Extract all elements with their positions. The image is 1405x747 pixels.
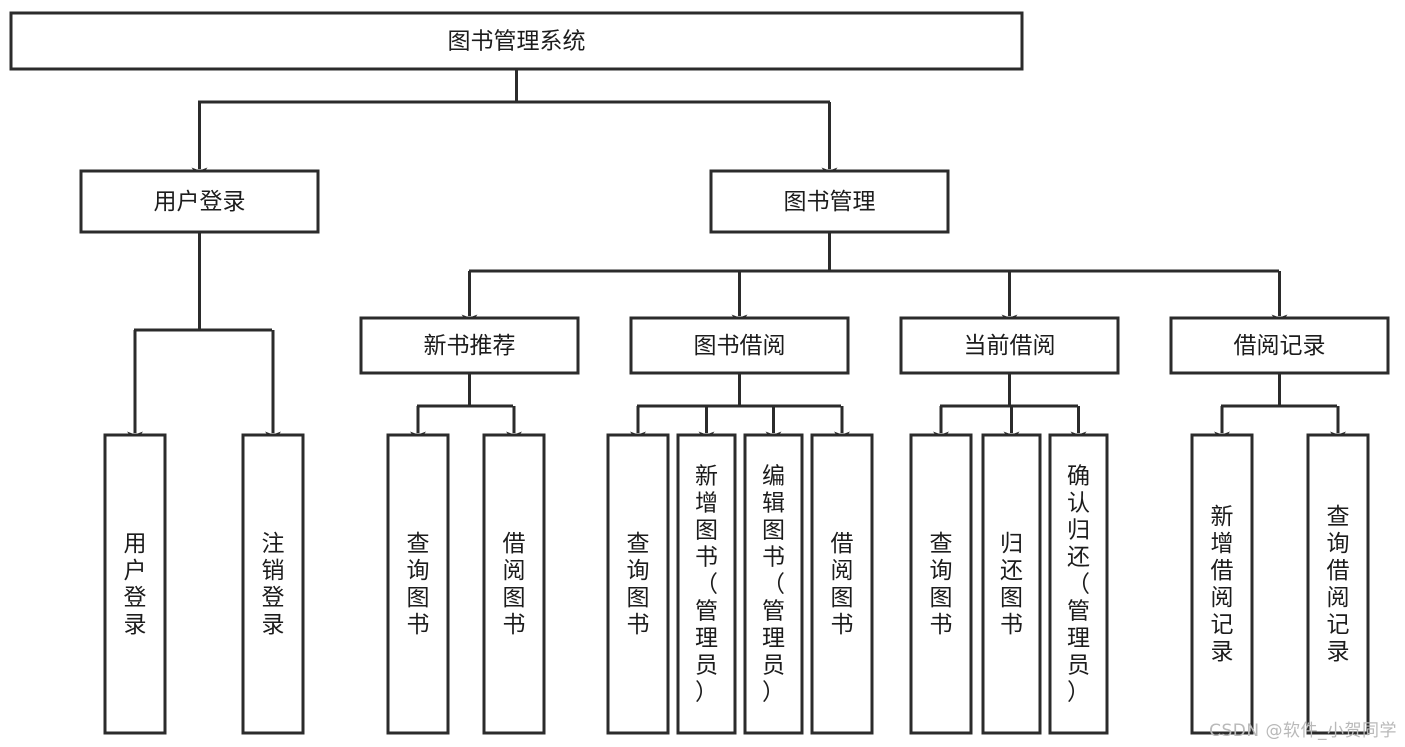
node-user-login[interactable]: 用户登录 [79, 169, 320, 234]
node-box-leaf-query-record[interactable] [1306, 433, 1370, 735]
node-label-leaf-add-record: 新增借阅记录 [1211, 504, 1234, 665]
node-leaf-borrow-book-1[interactable]: 借阅图书 [482, 433, 546, 735]
node-label-leaf-query-book-2: 查询图书 [627, 531, 650, 638]
node-leaf-return-book[interactable]: 归还图书 [981, 433, 1042, 735]
connector-group-current-borrow [940, 373, 1078, 408]
node-box-borrow-record[interactable] [1169, 316, 1390, 375]
node-leaf-user-login[interactable]: 用户登录 [103, 433, 167, 735]
node-label-leaf-user-login: 用户登录 [124, 531, 147, 638]
node-box-leaf-logout[interactable] [241, 433, 305, 735]
node-current-borrow[interactable]: 当前借阅 [899, 316, 1120, 375]
node-label-leaf-confirm-return: 确认归还（管理员） [1067, 464, 1090, 706]
node-label-leaf-borrow-book-2: 借阅图书 [831, 531, 854, 638]
node-box-current-borrow[interactable] [899, 316, 1120, 375]
node-label-new-book-rec: 新书推荐 [424, 333, 516, 359]
node-box-leaf-query-book-2[interactable] [606, 433, 670, 735]
node-label-leaf-query-book-1: 查询图书 [407, 531, 430, 638]
node-box-leaf-query-book-3[interactable] [909, 433, 973, 735]
connector-group-new-book-rec [417, 373, 513, 408]
node-label-leaf-logout: 注销登录 [262, 531, 285, 638]
node-leaf-add-book[interactable]: 新增图书（管理员） [676, 433, 737, 735]
node-layer: 图书管理系统用户登录图书管理新书推荐图书借阅当前借阅借阅记录用户登录注销登录查询… [9, 11, 1390, 735]
connector-group-book-manage [469, 232, 1279, 273]
node-label-book-manage: 图书管理 [784, 189, 876, 215]
node-leaf-logout[interactable]: 注销登录 [241, 433, 305, 735]
node-leaf-confirm-return[interactable]: 确认归还（管理员） [1048, 433, 1109, 735]
node-label-leaf-borrow-book-1: 借阅图书 [503, 531, 526, 638]
node-leaf-borrow-book-2[interactable]: 借阅图书 [810, 433, 874, 735]
node-box-leaf-confirm-return[interactable] [1048, 433, 1109, 735]
node-leaf-edit-book[interactable]: 编辑图书（管理员） [743, 433, 804, 735]
node-book-borrow[interactable]: 图书借阅 [629, 316, 850, 375]
node-label-borrow-record: 借阅记录 [1234, 333, 1326, 359]
node-box-leaf-query-book-1[interactable] [386, 433, 450, 735]
connector-group-root [198, 69, 830, 104]
node-new-book-rec[interactable]: 新书推荐 [359, 316, 580, 375]
node-box-leaf-edit-book[interactable] [743, 433, 804, 735]
node-box-user-login[interactable] [79, 169, 320, 234]
node-label-leaf-add-book: 新增图书（管理员） [695, 464, 718, 706]
node-box-leaf-add-book[interactable] [676, 433, 737, 735]
node-label-leaf-query-record: 查询借阅记录 [1327, 504, 1350, 665]
node-borrow-record[interactable]: 借阅记录 [1169, 316, 1390, 375]
node-book-manage[interactable]: 图书管理 [709, 169, 950, 234]
node-label-leaf-return-book: 归还图书 [1000, 531, 1023, 638]
node-leaf-query-record[interactable]: 查询借阅记录 [1306, 433, 1370, 735]
node-box-leaf-return-book[interactable] [981, 433, 1042, 735]
node-box-book-borrow[interactable] [629, 316, 850, 375]
node-label-leaf-query-book-3: 查询图书 [930, 531, 953, 638]
node-leaf-add-record[interactable]: 新增借阅记录 [1190, 433, 1254, 735]
node-root[interactable]: 图书管理系统 [9, 11, 1024, 71]
connector-layer [127, 69, 1346, 443]
node-box-new-book-rec[interactable] [359, 316, 580, 375]
node-leaf-query-book-1[interactable]: 查询图书 [386, 433, 450, 735]
node-box-leaf-borrow-book-1[interactable] [482, 433, 546, 735]
connector-group-user-login [134, 232, 272, 332]
node-box-leaf-borrow-book-2[interactable] [810, 433, 874, 735]
node-label-leaf-edit-book: 编辑图书（管理员） [762, 464, 785, 706]
node-box-book-manage[interactable] [709, 169, 950, 234]
node-leaf-query-book-2[interactable]: 查询图书 [606, 433, 670, 735]
node-box-leaf-add-record[interactable] [1190, 433, 1254, 735]
node-leaf-query-book-3[interactable]: 查询图书 [909, 433, 973, 735]
node-box-leaf-user-login[interactable] [103, 433, 167, 735]
node-label-user-login: 用户登录 [154, 189, 246, 215]
connector-group-borrow-record [1221, 373, 1337, 408]
node-label-root: 图书管理系统 [448, 29, 586, 55]
node-label-current-borrow: 当前借阅 [964, 333, 1056, 359]
connector-group-book-borrow [637, 373, 841, 408]
node-label-book-borrow: 图书借阅 [694, 333, 786, 359]
node-box-root[interactable] [9, 11, 1024, 71]
